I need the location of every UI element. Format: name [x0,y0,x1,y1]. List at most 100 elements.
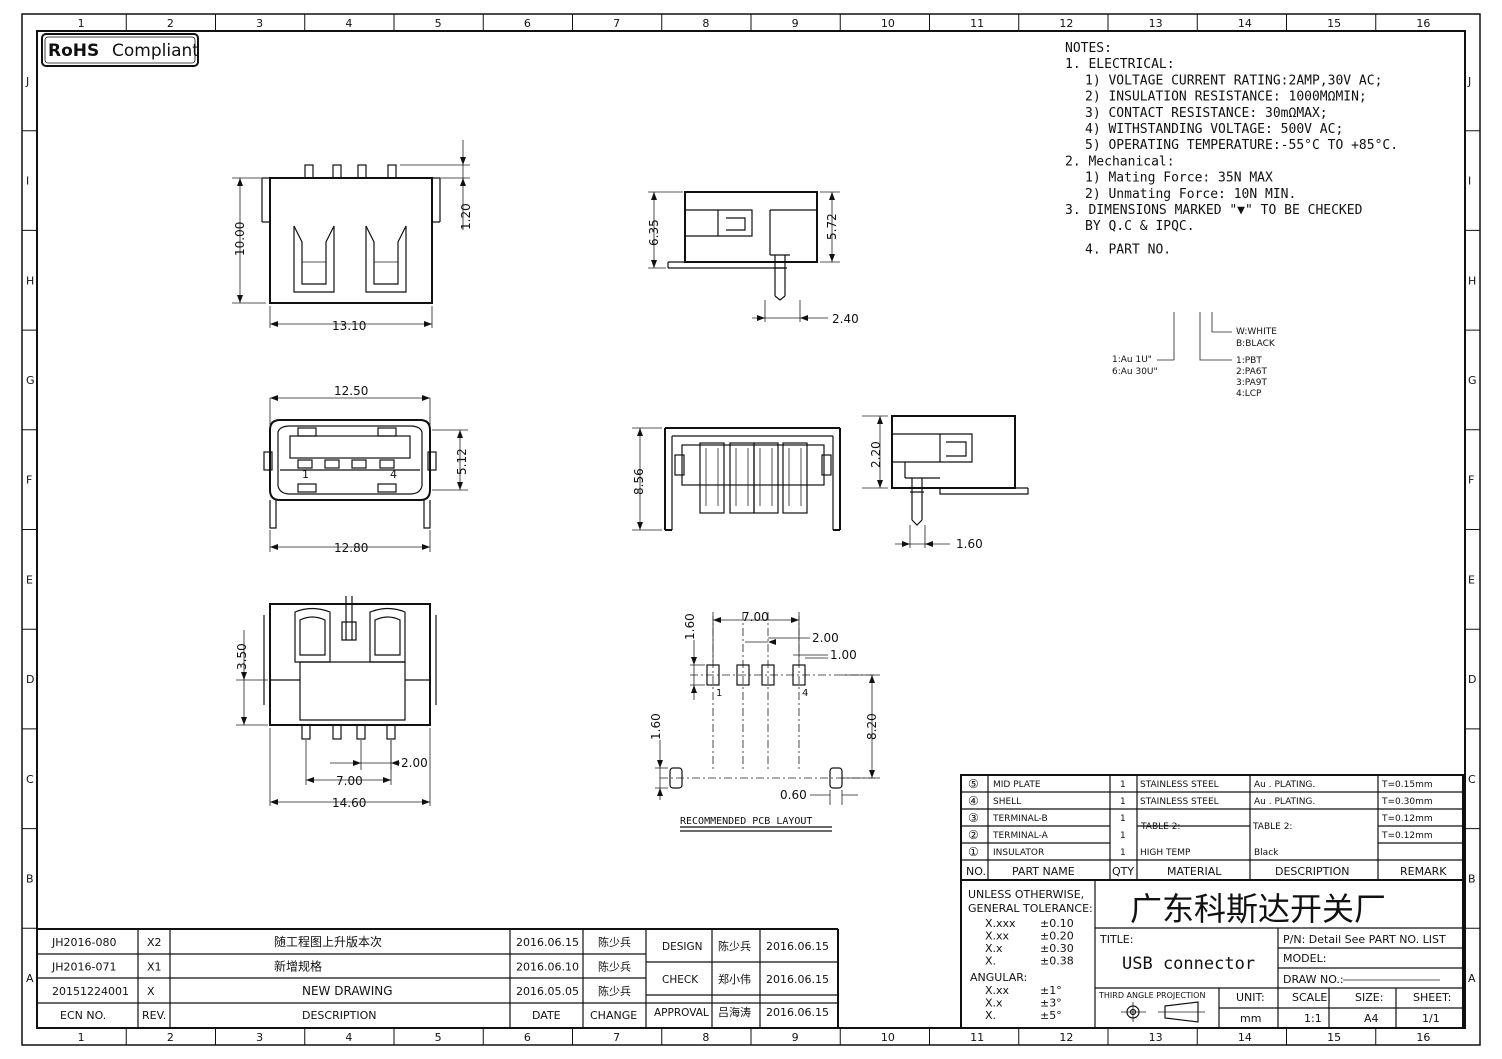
part-material-1: 1:PBT [1236,356,1262,366]
grid-row-right-I: I [1468,175,1471,188]
note-line-2: 1) VOLTAGE CURRENT RATING:2AMP,30V AC; [1085,73,1382,88]
note-line-11: BY Q.C & IPQC. [1085,219,1195,234]
revision-change: 陈少兵 [598,935,631,949]
grid-row-left-J: J [25,75,29,88]
note-line-12: 4. PART NO. [1085,242,1171,257]
dim-pcb-pitch: 2.00 [812,631,839,645]
tolerance-title-1: UNLESS OTHERWISE, [968,888,1084,901]
tolerance-value: ±0.20 [1040,930,1074,943]
top-view: 10.00 1.20 13.10 [232,140,473,333]
side-view-2: 2.20 1.60 [862,415,1029,551]
grid-col-top-10: 10 [881,17,895,30]
dim-pcb-hole: 1.00 [830,648,857,662]
grid-col-bottom-2: 2 [167,1031,174,1044]
angular-value: ±3° [1040,997,1062,1010]
dim-top-width: 13.10 [332,319,366,333]
revision-change: 陈少兵 [598,984,631,998]
dim-side-h1: 6.35 [647,219,661,246]
grid-col-bottom-5: 5 [435,1031,442,1044]
grid-row-right-D: D [1468,673,1476,686]
dim-top-pin: 1.20 [459,203,473,230]
tolerance-class: X.xxx [985,917,1016,930]
grid-col-bottom-11: 11 [970,1031,984,1044]
grid-col-bottom-1: 1 [78,1031,85,1044]
grid-row-right-E: E [1468,573,1475,586]
bom-row-material: HIGH TEMP [1140,848,1191,858]
grid-col-top-9: 9 [792,17,799,30]
grid-col-top-1: 1 [78,17,85,30]
part-plating-6: 6:Au 30U" [1112,367,1158,377]
note-line-9: 2) Unmating Force: 10N MIN. [1085,187,1296,202]
dim-back-h: 8.56 [632,468,646,495]
bom-row-no: ③ [968,811,979,825]
grid-col-top-7: 7 [613,17,620,30]
tolerance-class: X.xx [985,930,1010,943]
dim-pcb-slot: 1.60 [649,713,663,740]
grid-col-top-16: 16 [1416,17,1430,30]
grid-row-left-D: D [26,673,34,686]
grid-col-bottom-14: 14 [1238,1031,1252,1044]
grid-col-bottom-4: 4 [345,1031,352,1044]
revision-ecn: JH2016-080 [51,936,116,949]
dim-front-top: 12.50 [334,384,368,398]
bom-header: QTY [1112,865,1134,878]
grid-col-top-11: 11 [970,17,984,30]
unit-value: mm [1240,1012,1261,1025]
dim-side2-pin: 1.60 [956,537,983,551]
dim-front-bottom: 12.80 [334,541,368,555]
dim-bottom-pitch: 2.00 [401,756,428,770]
dim-top-height: 10.00 [233,222,247,256]
approval-date: 2016.06.15 [766,940,829,953]
bom-row-no: ④ [968,794,979,808]
note-line-5: 4) WITHSTANDING VOLTAGE: 500V AC; [1085,122,1343,137]
grid-col-bottom-3: 3 [256,1031,263,1044]
side-view: 6.35 5.72 2.40 [647,191,859,326]
rev-header-desc: DESCRIPTION [302,1009,376,1022]
grid-col-top-5: 5 [435,17,442,30]
grid-row-left-C: C [26,773,34,786]
bom-row-name: TERMINAL-B [992,814,1048,824]
bom-row-description: Au . PLATING. [1254,797,1315,807]
grid-col-bottom-16: 16 [1416,1031,1430,1044]
grid-col-bottom-7: 7 [613,1031,620,1044]
dim-side-pin: 2.40 [832,312,859,326]
part-material-3: 3:PA9T [1236,378,1267,388]
note-line-6: 5) OPERATING TEMPERATURE:-55°C TO +85°C. [1085,138,1398,153]
tolerance-value: ±0.10 [1040,917,1074,930]
grid-col-bottom-15: 15 [1327,1031,1341,1044]
dim-side-h2: 5.72 [825,213,839,240]
bom-merged-description: TABLE 2: [1252,822,1292,832]
note-line-10: 3. DIMENSIONS MARKED "▼" TO BE CHECKED [1065,203,1363,218]
grid-row-left-H: H [26,274,34,287]
size-value: A4 [1364,1012,1379,1025]
dim-pcb-depth: 8.20 [865,713,879,740]
part-material-2: 2:PA6T [1236,367,1267,377]
grid-col-bottom-10: 10 [881,1031,895,1044]
revision-date: 2016.06.15 [516,936,579,949]
dim-front-h: 5.12 [455,448,469,475]
revision-table [37,928,839,1028]
bom-row-remark: T=0.30mm [1381,797,1433,807]
unit-label: UNIT: [1236,991,1265,1004]
rohs-label: RoHS [48,41,99,61]
bom-row-name: INSULATOR [993,848,1044,858]
grid-col-top-13: 13 [1149,17,1163,30]
grid-col-top-6: 6 [524,17,531,30]
part-number-field: P/N: Detail See PART NO. LIST [1283,933,1446,946]
grid-row-right-F: F [1468,474,1474,487]
rear-view: 8.56 [632,427,841,531]
bom-row-no: ② [968,828,979,842]
pcb-layout: 7.00 2.00 1.00 1.60 8.20 1.60 0.60 1 4 R… [649,610,880,832]
approval-name: 郑小伟 [718,972,751,986]
dim-pcb-slot-w: 0.60 [780,788,807,802]
scale-label: SCALE: [1292,991,1331,1004]
note-line-1: 1. ELECTRICAL: [1065,57,1175,72]
bom-row-material: STAINLESS STEEL [1140,797,1219,807]
scale-value: 1:1 [1304,1012,1322,1025]
revision-description: 新增规格 [274,959,322,974]
bom-row-remark: T=0.12mm [1381,831,1433,841]
grid-row-right-J: J [1467,75,1471,88]
note-line-0: NOTES: [1065,41,1112,56]
part-plating-1: 1:Au 1U" [1112,355,1152,365]
angular-value: ±1° [1040,984,1062,997]
